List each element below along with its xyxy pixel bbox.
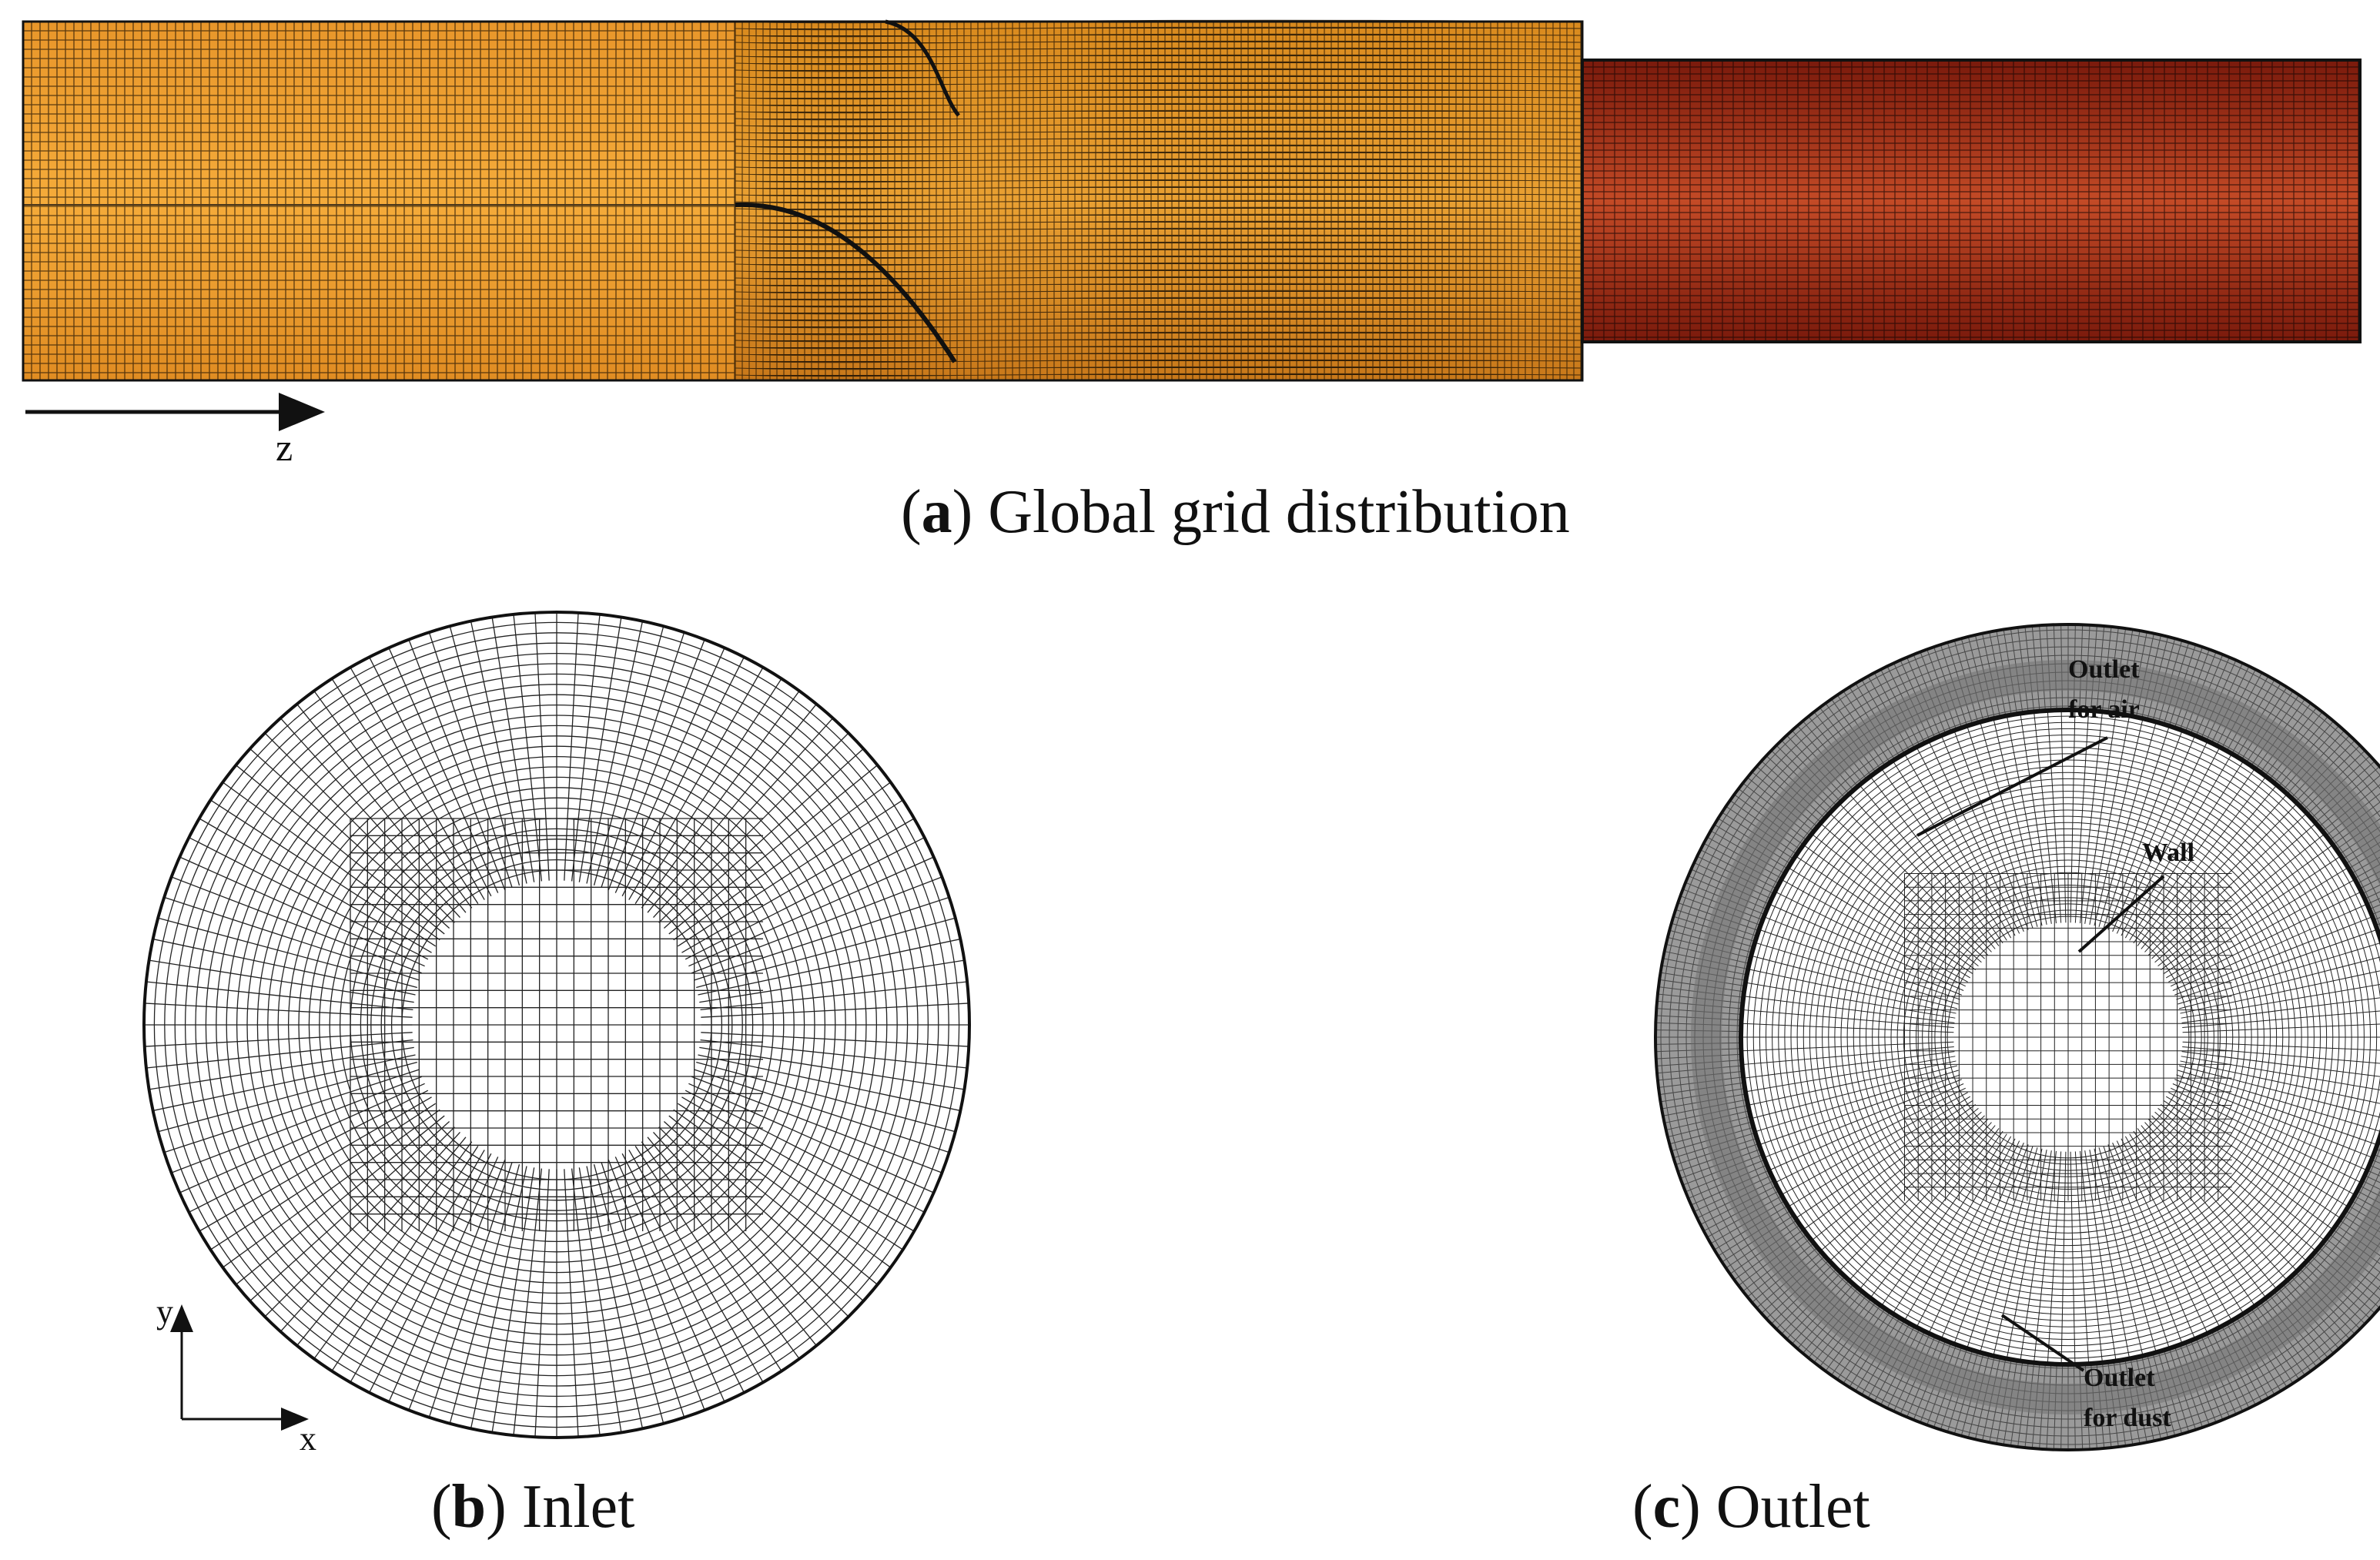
mesh-upstream-section [22, 21, 815, 380]
annotation-outlet-air: Outlet for air [1916, 655, 2140, 837]
mesh-transition-section [735, 19, 1583, 380]
y-axis-label: y [156, 1293, 173, 1331]
z-axis-label: z [276, 426, 293, 469]
svg-text:Outlet: Outlet [2068, 655, 2140, 684]
inlet-mesh [142, 611, 971, 1439]
annotation-wall: Wall [2077, 839, 2194, 953]
svg-text:for air: for air [2068, 695, 2140, 724]
transition-curve-lower [735, 202, 957, 363]
annotation-outlet-dust: Outlet for dust [2000, 1314, 2171, 1432]
caption-panel-c: (c) Outlet [1632, 1473, 1870, 1541]
outlet-mesh [1654, 623, 2380, 1451]
x-axis-label: x [300, 1420, 316, 1458]
transition-curve-upper [885, 19, 960, 117]
mesh-downstream-section [1581, 59, 2362, 343]
svg-text:Wall: Wall [2142, 839, 2194, 867]
svg-text:for dust: for dust [2084, 1404, 2171, 1432]
caption-panel-b: (b) Inlet [431, 1473, 635, 1541]
caption-panel-a: (a) Global grid distribution [901, 478, 1570, 546]
svg-text:Outlet: Outlet [2084, 1364, 2155, 1392]
inlet-axes: y x [156, 1293, 316, 1458]
